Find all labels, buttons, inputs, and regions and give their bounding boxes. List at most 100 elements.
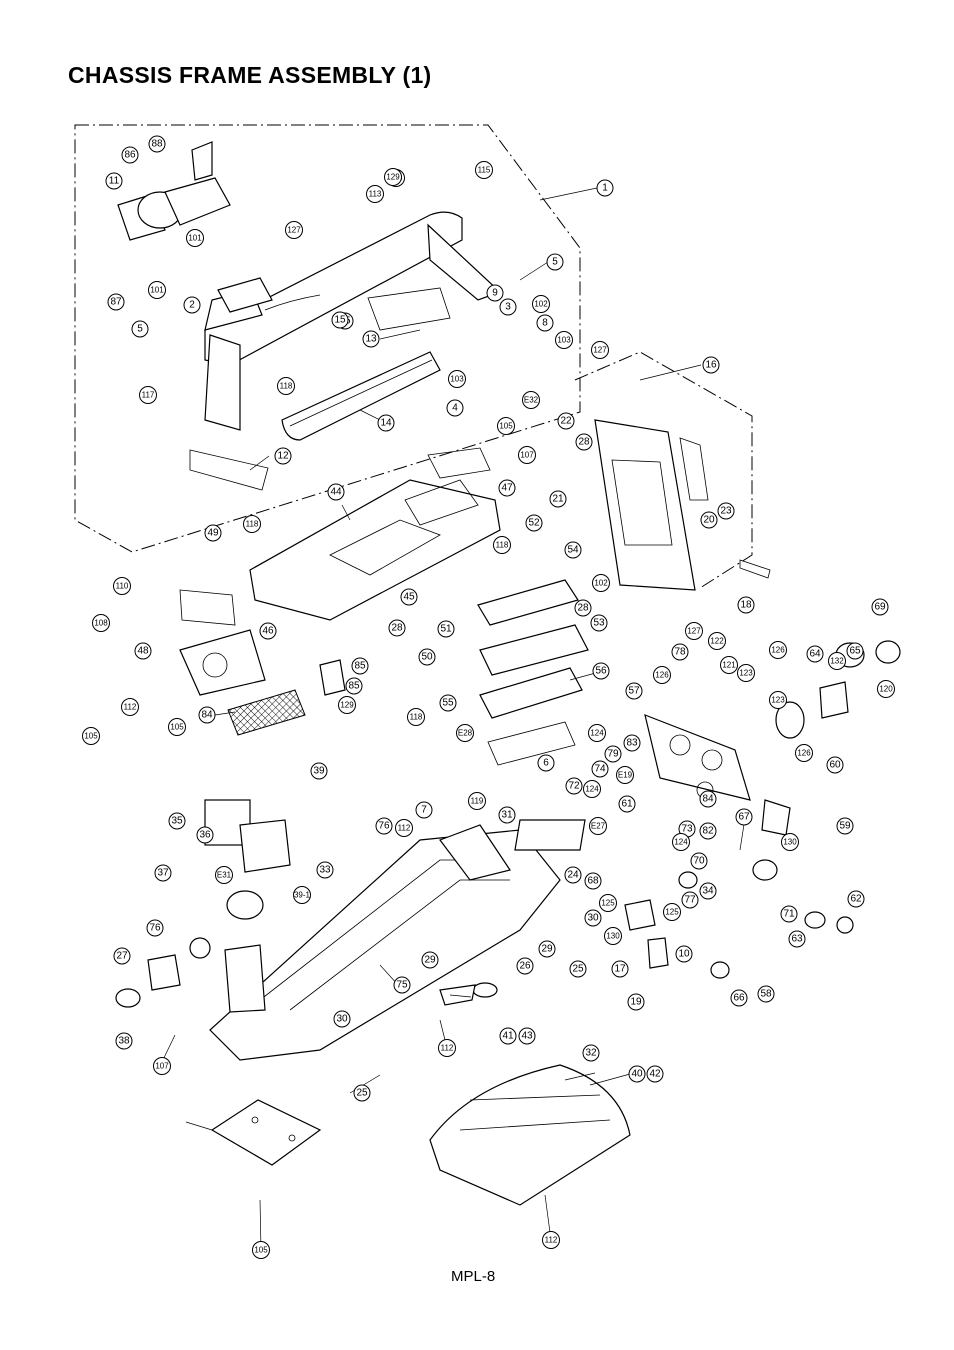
callout-number: 14 xyxy=(380,418,392,429)
callout-105: 105 xyxy=(497,417,515,435)
callout-balloon xyxy=(438,1039,456,1057)
callout-balloon xyxy=(846,642,864,660)
callout-balloon xyxy=(215,866,233,884)
callout-number: 121 xyxy=(722,661,736,670)
callout-number: 60 xyxy=(829,760,841,771)
callout-balloon xyxy=(730,989,748,1007)
callout-102: 102 xyxy=(592,574,610,592)
callout-101: 101 xyxy=(148,281,166,299)
callout-103: 103 xyxy=(555,331,573,349)
callout-6: 6 xyxy=(537,754,555,772)
callout-number: 126 xyxy=(797,749,811,758)
callout-number: 120 xyxy=(879,685,893,694)
callout-103: 103 xyxy=(448,370,466,388)
callout-112: 112 xyxy=(395,819,413,837)
callout-20: 20 xyxy=(700,511,718,529)
callout-balloon xyxy=(877,680,895,698)
callout-balloon xyxy=(618,795,636,813)
callout-balloon xyxy=(196,826,214,844)
callout-balloon xyxy=(131,320,149,338)
callout-36: 36 xyxy=(196,826,214,844)
callout-balloon xyxy=(516,957,534,975)
callout-number: 69 xyxy=(874,602,886,613)
callout-number: 49 xyxy=(207,528,219,539)
callout-balloon xyxy=(418,648,436,666)
callout-83: 83 xyxy=(623,734,641,752)
callout-85: 85 xyxy=(351,657,369,675)
callout-balloon xyxy=(446,399,464,417)
callout-number: 117 xyxy=(142,391,155,400)
callout-balloon xyxy=(243,515,261,533)
callout-16: 16 xyxy=(702,356,720,374)
callout-124: 124 xyxy=(672,833,690,851)
callout-number: 55 xyxy=(442,698,454,709)
callout-balloon xyxy=(384,168,402,186)
bottom-cover xyxy=(429,1064,631,1206)
callout-balloon xyxy=(589,817,607,835)
callout-number: 85 xyxy=(354,661,366,672)
callout-19: 19 xyxy=(627,993,645,1011)
callout-balloon xyxy=(575,433,593,451)
callout-balloon xyxy=(198,706,216,724)
callout-2: 2 xyxy=(183,296,201,314)
callout-balloon xyxy=(168,812,186,830)
callout-balloon xyxy=(153,1057,171,1075)
callout-number: 37 xyxy=(157,868,169,879)
callout-balloon xyxy=(498,479,516,497)
callout-number: 118 xyxy=(410,713,423,722)
callout-number: 13 xyxy=(365,334,377,345)
callout-42: 42 xyxy=(646,1065,664,1083)
callout-85: 85 xyxy=(345,677,363,695)
lower-chassis-base xyxy=(209,824,561,1061)
callout-number: E27 xyxy=(591,822,606,831)
callout-balloon xyxy=(82,727,100,745)
callout-balloon xyxy=(569,960,587,978)
callout-number: 126 xyxy=(771,646,785,655)
callout-number: 36 xyxy=(199,830,211,841)
callout-balloon xyxy=(542,1231,560,1249)
callout-number: 112 xyxy=(441,1044,454,1053)
callout-number: 54 xyxy=(567,545,579,556)
callout-number: 70 xyxy=(693,856,705,867)
callout-number: 124 xyxy=(590,729,604,738)
callout-number: 103 xyxy=(450,375,464,384)
callout-50: 50 xyxy=(418,648,436,666)
chassis-plate xyxy=(249,447,501,621)
callout-E32: E32 xyxy=(522,391,540,409)
callout-48: 48 xyxy=(134,642,152,660)
callout-88: 88 xyxy=(148,135,166,153)
callout-balloon xyxy=(375,817,393,835)
callout-number: 63 xyxy=(791,934,803,945)
callout-balloon xyxy=(681,891,699,909)
callout-27: 27 xyxy=(113,947,131,965)
callout-47: 47 xyxy=(498,479,516,497)
callout-70: 70 xyxy=(690,852,708,870)
callout-balloon xyxy=(836,817,854,835)
callout-number: 124 xyxy=(585,785,599,794)
callout-balloon xyxy=(588,724,606,742)
callout-number: 62 xyxy=(850,894,862,905)
callout-balloon xyxy=(518,446,536,464)
callout-number: 56 xyxy=(595,666,607,677)
callout-number: 51 xyxy=(440,624,452,635)
callout-number: 25 xyxy=(572,964,584,975)
callout-number: 130 xyxy=(606,932,620,941)
callout-number: 23 xyxy=(720,506,732,517)
callout-balloon xyxy=(146,919,164,937)
callout-balloon xyxy=(565,777,583,795)
callout-balloon xyxy=(699,822,717,840)
callout-127: 127 xyxy=(685,622,703,640)
callout-number: 123 xyxy=(771,696,785,705)
callout-number: E32 xyxy=(524,396,539,405)
callout-balloon xyxy=(699,882,717,900)
callout-37: 37 xyxy=(154,864,172,882)
callout-number: 105 xyxy=(499,422,513,431)
callout-number: 75 xyxy=(396,980,408,991)
callout-balloon xyxy=(499,1027,517,1045)
callout-number: 39-1 xyxy=(294,891,311,900)
callout-number: 112 xyxy=(398,824,411,833)
callout-balloon xyxy=(536,314,554,332)
connector-plate xyxy=(644,714,751,801)
callout-balloon xyxy=(498,806,516,824)
callout-120: 120 xyxy=(877,680,895,698)
